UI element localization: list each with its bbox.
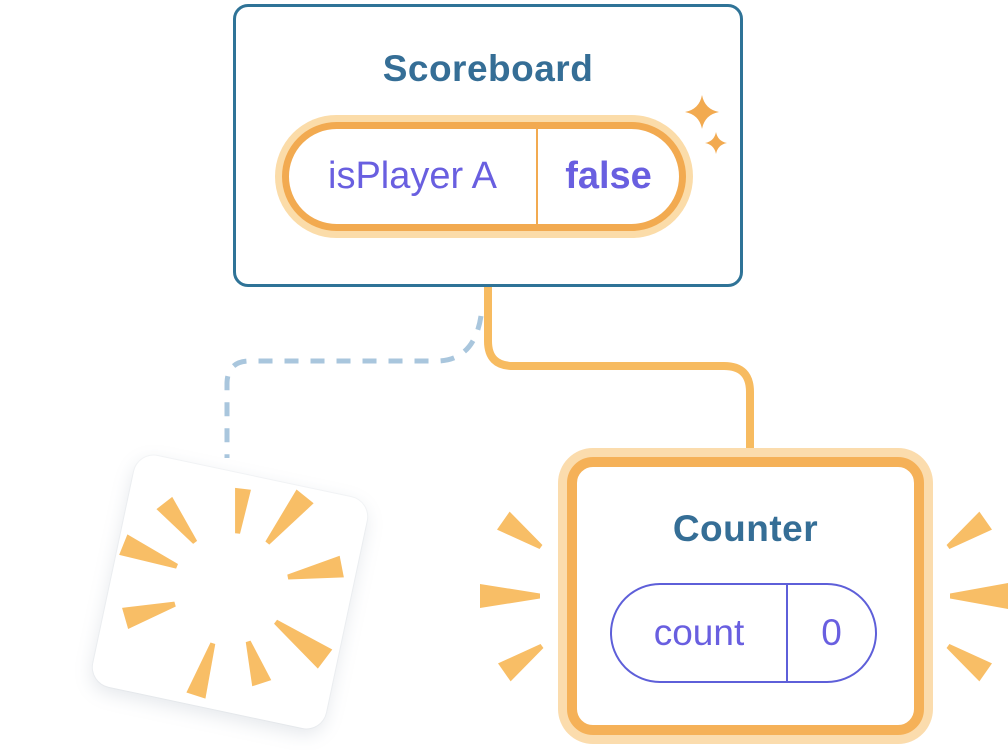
- counter-title: Counter: [672, 508, 819, 549]
- poof-burst-icon: [119, 487, 344, 699]
- state-value: false: [565, 155, 652, 197]
- state-label: isPlayer A: [328, 155, 497, 197]
- pill-divider: [536, 129, 538, 224]
- scoreboard-component-card: Scoreboard isPlayer A false: [233, 4, 743, 287]
- count-value: 0: [821, 612, 842, 653]
- scoreboard-state-pill: isPlayer A false: [282, 122, 686, 231]
- count-label-cell: count: [612, 585, 786, 681]
- state-label-cell: isPlayer A: [289, 129, 536, 224]
- count-value-cell: 0: [788, 585, 875, 681]
- scoreboard-title: Scoreboard: [382, 48, 594, 89]
- count-pill-divider: [786, 585, 788, 681]
- counter-state-pill: count 0: [610, 583, 877, 683]
- state-value-cell: false: [538, 129, 679, 224]
- count-label: count: [653, 612, 745, 653]
- destroyed-component-card: [89, 451, 371, 733]
- counter-component-card: Counter count 0: [567, 457, 924, 735]
